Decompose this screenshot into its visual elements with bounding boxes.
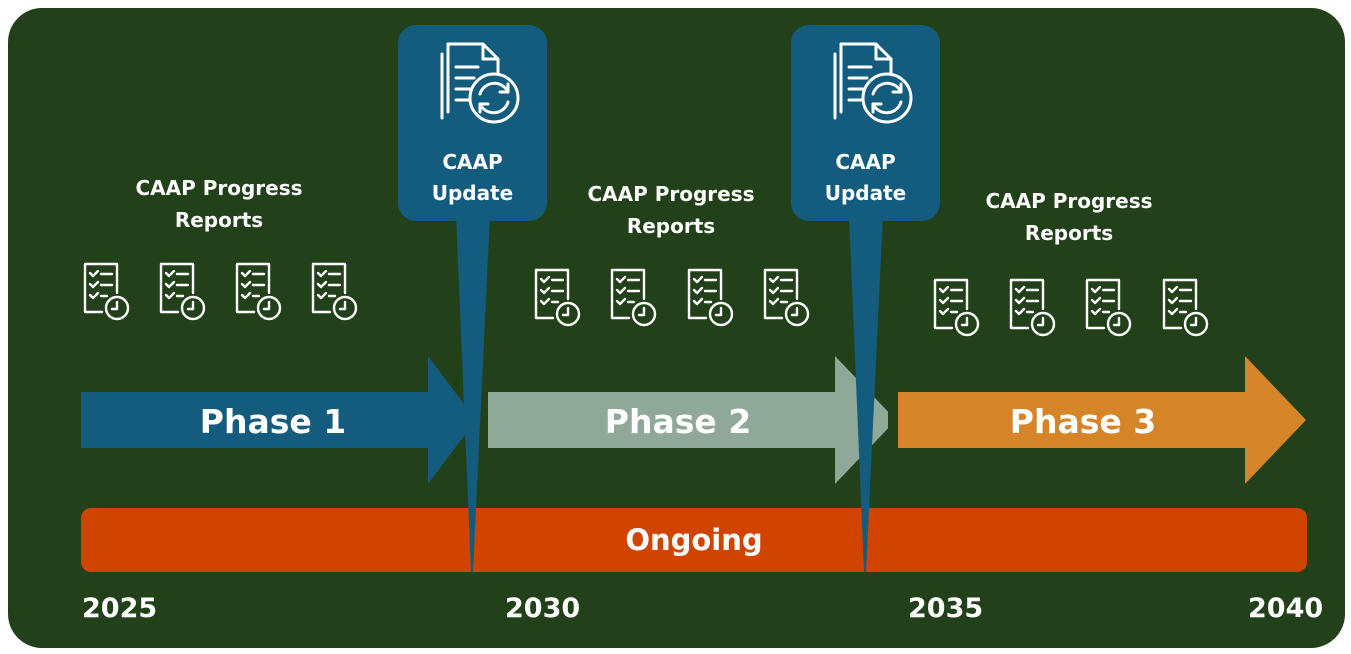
phase-1-label: Phase 1 (199, 402, 347, 441)
caap-update-label-1-line2: Update (431, 181, 514, 205)
caap-update-label-2-line2: Update (824, 181, 907, 205)
progress-reports-label-3-line2: Reports (1024, 221, 1114, 245)
caap-update-callout-1 (398, 25, 547, 572)
checklist-clock-icon (687, 268, 734, 327)
document-refresh-icon (833, 42, 913, 124)
year-label-2040: 2040 (1248, 593, 1324, 624)
checklist-clock-icon (311, 262, 358, 321)
ongoing-bar: Ongoing (81, 508, 1307, 572)
progress-reports-label-1: CAAP Progress Reports (99, 172, 339, 236)
timeline-panel: CAAP Progress Reports CAAP Progress Repo… (8, 8, 1345, 648)
caap-update-label-2-line1: CAAP (835, 150, 896, 174)
caap-update-label-2: CAAP Update (791, 147, 940, 209)
caap-update-label-1: CAAP Update (398, 147, 547, 209)
checklist-clock-icon (159, 262, 206, 321)
checklist-clock-icon (1085, 278, 1132, 337)
caap-update-callout-2 (791, 25, 940, 572)
progress-reports-label-1-line1: CAAP Progress (135, 176, 303, 200)
document-refresh-icon (440, 42, 520, 124)
phase-2-arrow (488, 356, 888, 484)
progress-reports-label-3-line1: CAAP Progress (985, 189, 1153, 213)
progress-reports-label-3: CAAP Progress Reports (949, 185, 1189, 249)
caap-update-label-1-line1: CAAP (442, 150, 503, 174)
checklist-clock-icon (235, 262, 282, 321)
ongoing-label: Ongoing (625, 523, 763, 557)
phase-2-label: Phase 2 (604, 402, 752, 441)
year-label-2030: 2030 (505, 593, 581, 624)
progress-reports-label-2: CAAP Progress Reports (551, 178, 791, 242)
progress-reports-label-2-line2: Reports (626, 214, 716, 238)
checklist-clock-icon (83, 262, 130, 321)
progress-reports-label-2-line1: CAAP Progress (587, 182, 755, 206)
phase-1-arrow (81, 356, 476, 484)
year-label-2035: 2035 (908, 593, 984, 624)
phase-3-label: Phase 3 (1009, 402, 1157, 441)
checklist-clock-icon (1009, 278, 1056, 337)
progress-reports-label-1-line2: Reports (174, 208, 264, 232)
year-label-2025: 2025 (82, 593, 158, 624)
checklist-clock-icon (1162, 278, 1209, 337)
checklist-clock-icon (610, 268, 657, 327)
phase-3-arrow (898, 356, 1306, 484)
